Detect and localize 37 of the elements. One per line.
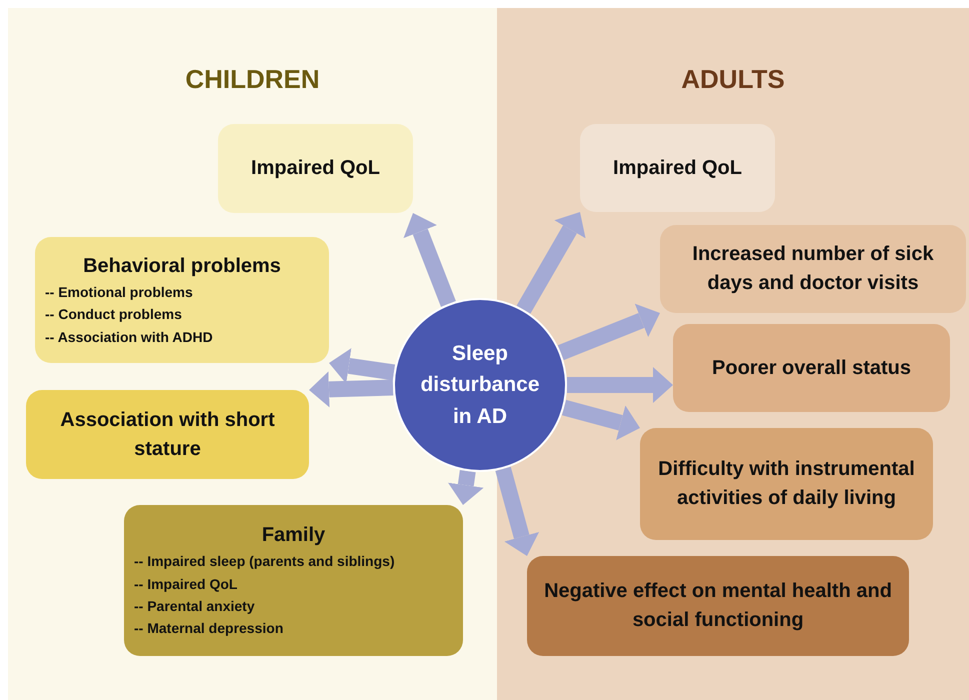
block-arrow [495, 466, 540, 556]
outcome-box [26, 390, 309, 479]
list-item: -- Emotional problems [45, 282, 193, 302]
center-circle [393, 298, 567, 472]
outcome-box [640, 428, 933, 540]
block-arrow [448, 470, 484, 505]
block-arrow [309, 371, 394, 408]
box-heading: Negative effect on mental health and social functioning [543, 579, 893, 633]
box-heading: Poorer overall status [712, 356, 911, 380]
list-item: -- Association with ADHD [45, 328, 213, 347]
outcome-box [218, 124, 413, 213]
box-heading: Difficulty with instrumental activities of daily living [657, 457, 916, 511]
block-arrow [558, 304, 660, 360]
list-item: -- Impaired sleep (parents and siblings) [134, 552, 395, 572]
list-item: -- Maternal depression [134, 619, 284, 638]
outcome-box [35, 237, 329, 363]
block-arrow [403, 213, 456, 307]
list-item: -- Impaired QoL [134, 574, 238, 594]
panel-heading: ADULTS [681, 64, 785, 95]
block-arrow [329, 348, 396, 384]
list-item: -- Parental anxiety [134, 597, 255, 616]
box-heading: Increased number of sick days and doctor visits [691, 242, 935, 296]
block-arrow [562, 400, 640, 440]
circle-label: Sleep disturbance in AD [419, 340, 541, 430]
block-arrow [516, 212, 586, 314]
list-item: -- Conduct problems [45, 305, 182, 324]
box-heading: Impaired QoL [613, 156, 742, 180]
box-heading: Association with short stature [59, 408, 276, 462]
outcome-box [124, 505, 463, 656]
outcome-box [527, 556, 909, 656]
box-heading: Behavioral problems [83, 254, 281, 279]
outcome-box [660, 225, 966, 313]
box-heading: Impaired QoL [251, 156, 380, 181]
outcome-box [580, 124, 775, 212]
outcome-box [673, 324, 950, 412]
box-heading: Family [262, 523, 326, 548]
panel-heading: CHILDREN [185, 64, 320, 95]
